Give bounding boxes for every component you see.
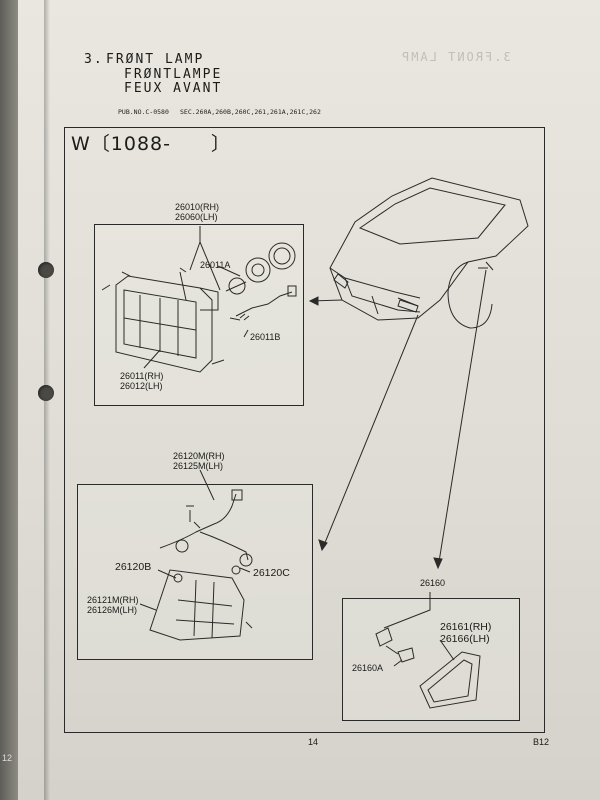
part-label-26160a: 26160A: [352, 663, 384, 673]
diagram-frame: [64, 127, 545, 733]
part-label-26160: 26160: [420, 578, 446, 588]
part-label-26011b: 26011B: [250, 332, 281, 342]
headlamp-assembly-drawing: [101, 242, 297, 373]
part-label-26166: 26166(LH): [440, 633, 490, 645]
section-references: SEC.260A,260B,260C,261,261A,261C,262: [180, 108, 321, 116]
punch-hole-top: [38, 262, 54, 278]
part-label-26121m: 26121M(RH): [87, 595, 139, 605]
model-code: W〔1088- 〕: [71, 133, 231, 155]
part-label-26012: 26012(LH): [120, 381, 163, 391]
side-marker-drawing: [375, 627, 481, 709]
part-label-26125m: 26125M(LH): [173, 461, 224, 471]
part-label-26126m: 26126M(LH): [87, 605, 138, 615]
part-label-26120b: 26120B: [115, 561, 152, 573]
adjacent-page-edge: [0, 0, 18, 800]
title-english: FRØNT LAMP: [106, 52, 205, 67]
page-code: B12: [533, 737, 550, 747]
title-german: FRØNTLAMPE: [124, 67, 223, 82]
part-label-26060: 26060(LH): [175, 212, 218, 222]
punch-hole-bottom: [38, 385, 54, 401]
side-marker-detail-box: [342, 598, 520, 721]
part-label-26120m: 26120M(RH): [173, 451, 225, 461]
corner-lamp-drawing: [149, 489, 253, 641]
car-front-illustration: [329, 177, 529, 329]
part-label-26011: 26011(RH): [120, 371, 164, 381]
left-page-code: 12: [2, 753, 13, 763]
part-label-26010: 26010(RH): [175, 202, 220, 212]
part-label-26011a: 26011A: [200, 260, 231, 270]
part-label-26120c: 26120C: [253, 567, 290, 579]
manual-page: [18, 0, 600, 800]
part-label-26161: 26161(RH): [440, 621, 492, 633]
section-number: 3.: [84, 52, 104, 67]
corner-lamp-detail-box: [77, 484, 313, 660]
page-number: 14: [308, 737, 319, 747]
publication-number: PUB.NO.C-0580: [118, 108, 169, 116]
title-french: FEUX AVANT: [124, 81, 223, 96]
